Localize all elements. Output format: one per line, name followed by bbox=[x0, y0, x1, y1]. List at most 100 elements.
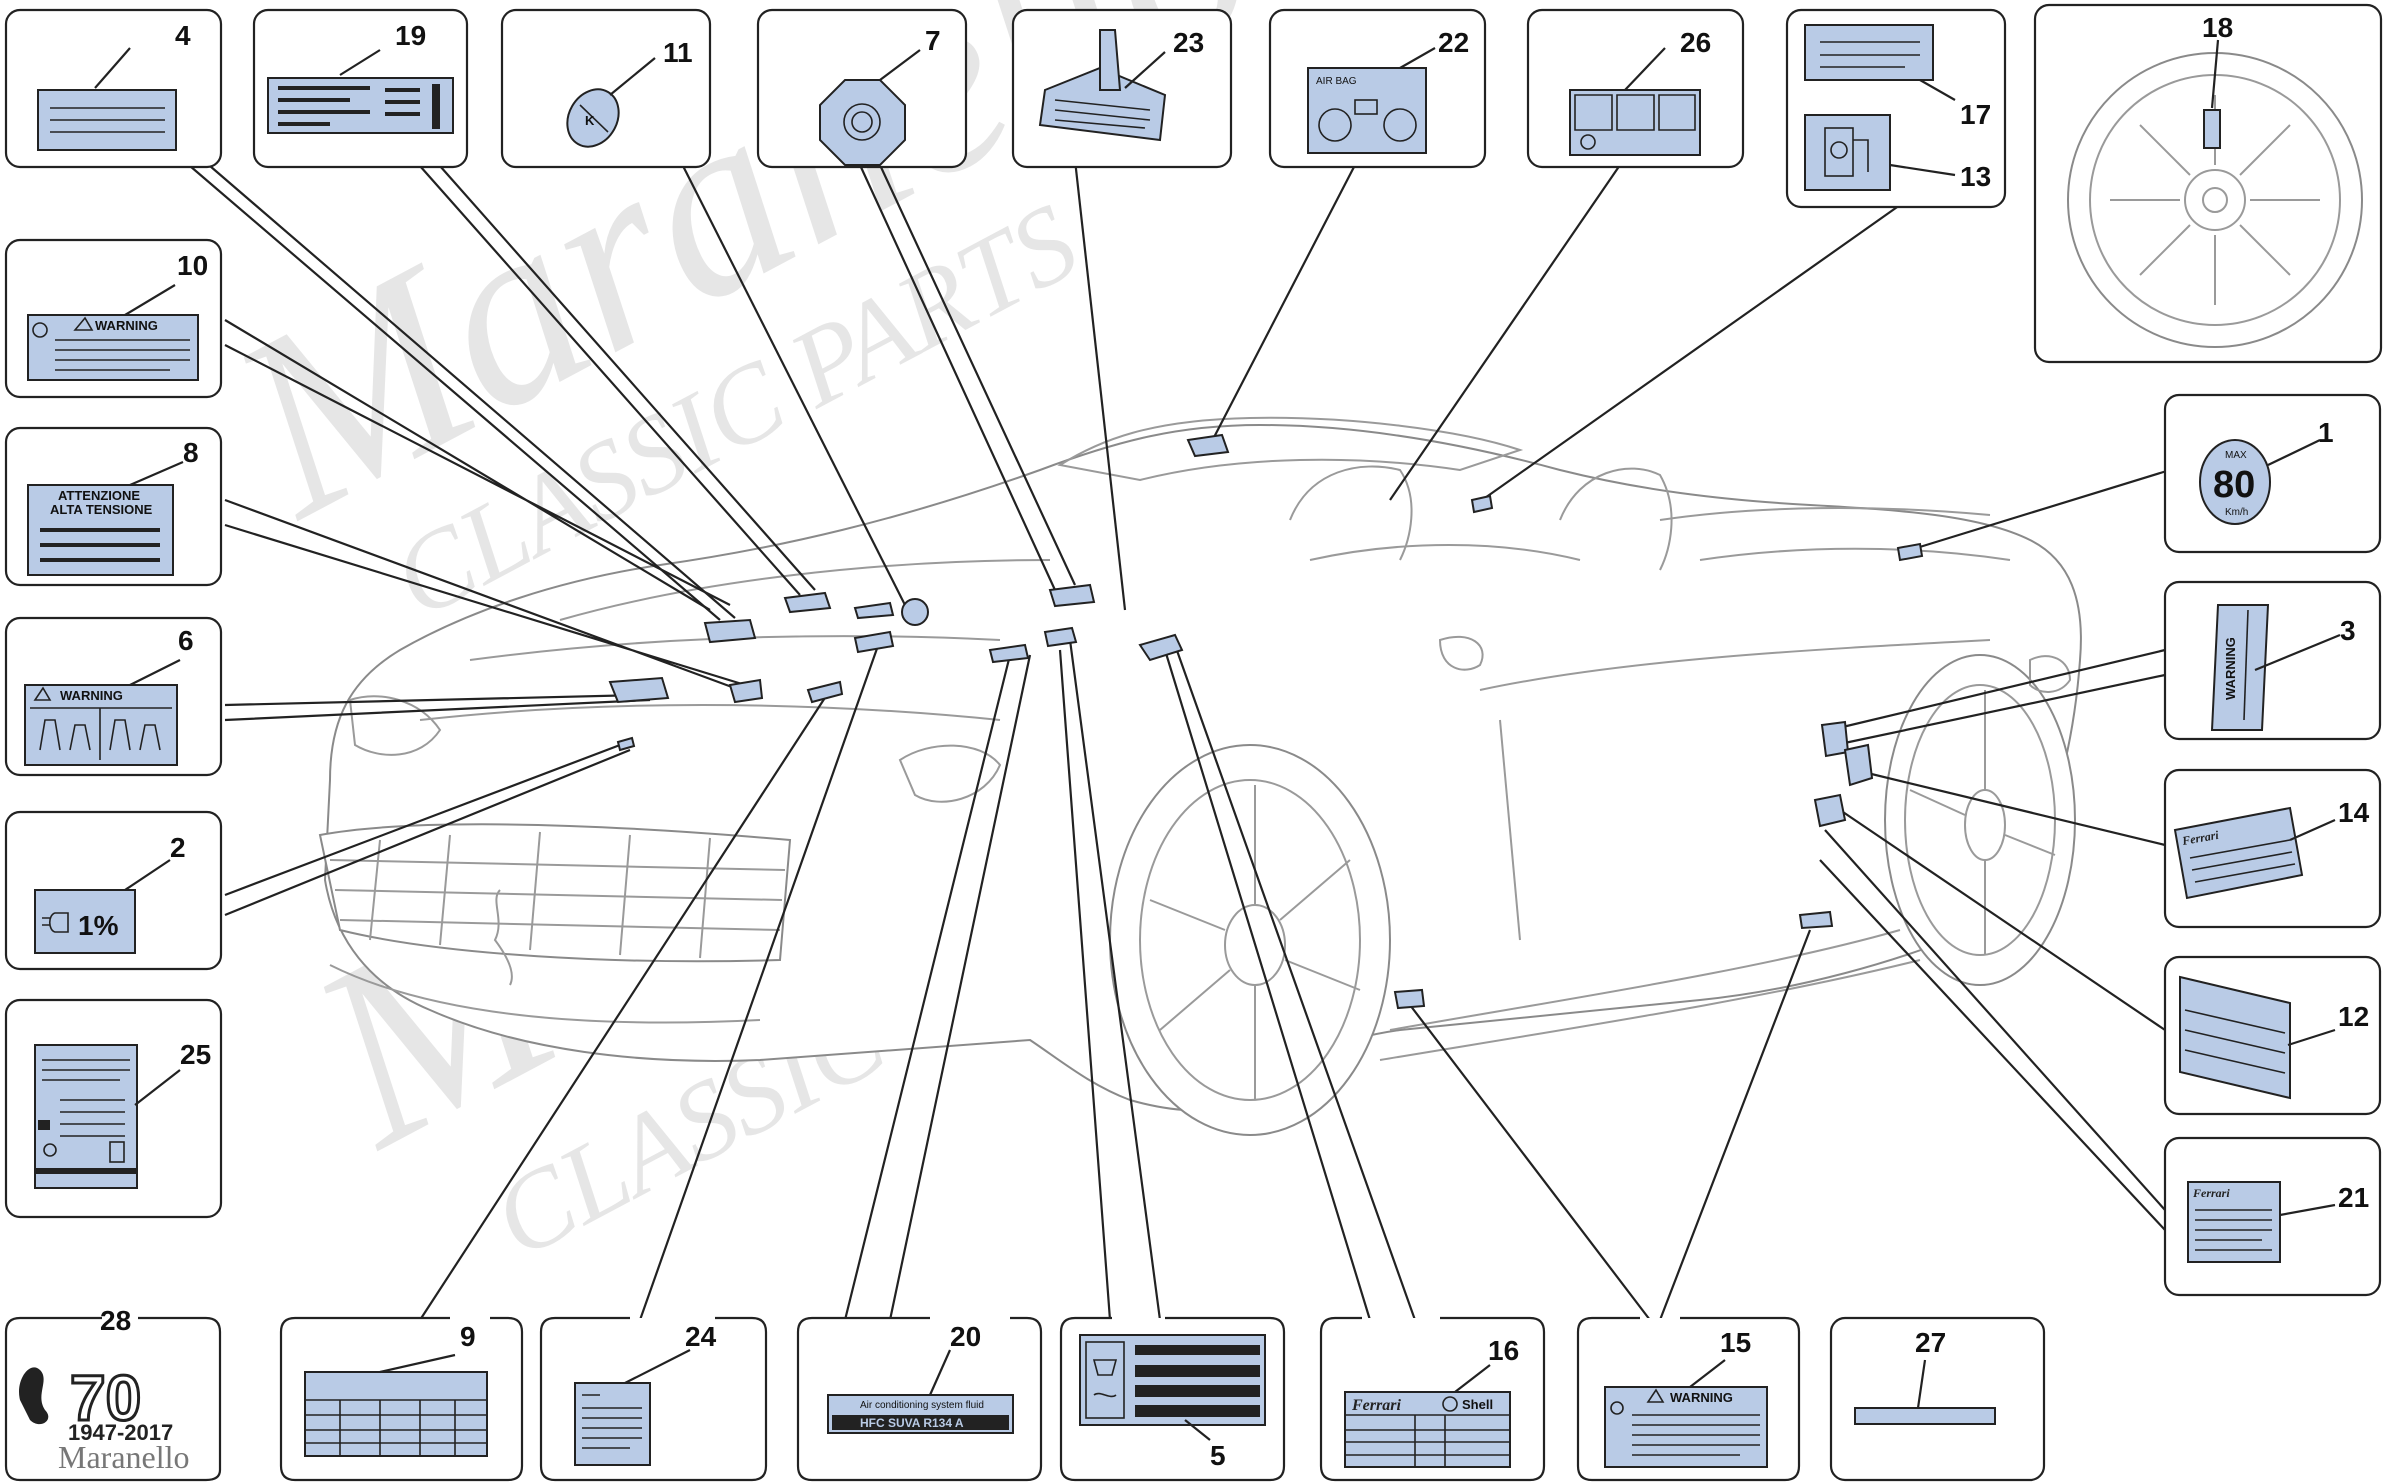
shell-text: Shell bbox=[1462, 1397, 1493, 1412]
headlight-percentage: 1% bbox=[78, 910, 119, 941]
car-label-b bbox=[783, 591, 832, 614]
callout-27[interactable]: 27 bbox=[1829, 1316, 2046, 1482]
car-label-f bbox=[1186, 433, 1230, 458]
car-label-i bbox=[728, 678, 764, 704]
warning-text-15: WARNING bbox=[1670, 1390, 1733, 1405]
car-label-g bbox=[1470, 494, 1494, 514]
callout-number-20: 20 bbox=[950, 1321, 981, 1352]
callout-4[interactable]: 4 bbox=[4, 8, 223, 169]
callout-number-10: 10 bbox=[177, 250, 208, 281]
callout-number-23: 23 bbox=[1173, 27, 1204, 58]
callout-6[interactable]: WARNING 6 bbox=[4, 616, 223, 777]
callout-1[interactable]: MAX 80 Km/h 1 bbox=[2163, 393, 2382, 554]
callout-16[interactable]: Ferrari Shell 16 bbox=[1319, 1316, 1546, 1482]
car-label-q bbox=[1820, 720, 1850, 758]
callout-3[interactable]: WARNING 3 bbox=[2163, 580, 2382, 741]
car-label-t bbox=[1798, 910, 1834, 930]
callout-number-12: 12 bbox=[2338, 1001, 2369, 1032]
attenzione-line1: ATTENZIONE bbox=[58, 488, 140, 503]
ac-fluid-line2: HFC SUVA R134 A bbox=[860, 1416, 964, 1430]
callout-number-14: 14 bbox=[2338, 797, 2370, 828]
callout-number-8: 8 bbox=[183, 437, 199, 468]
callout-number-26: 26 bbox=[1680, 27, 1711, 58]
callout-12[interactable]: 12 bbox=[2163, 955, 2382, 1116]
callout-26[interactable]: 26 bbox=[1526, 8, 1745, 169]
callout-14[interactable]: Ferrari 14 bbox=[2163, 768, 2382, 929]
car-label-u bbox=[1393, 988, 1426, 1010]
car-label-d bbox=[901, 598, 929, 626]
car-label-r bbox=[1843, 743, 1874, 787]
callout-15[interactable]: WARNING 15 bbox=[1576, 1316, 1801, 1482]
callout-23[interactable]: 23 bbox=[1011, 8, 1233, 169]
callout-19[interactable]: 19 bbox=[252, 8, 469, 169]
warning-text-10: WARNING bbox=[95, 318, 158, 333]
callout-number-19: 19 bbox=[395, 20, 426, 51]
ferrari-script-16: Ferrari bbox=[1351, 1397, 1401, 1414]
car-label-p bbox=[1896, 542, 1924, 562]
callout-2[interactable]: 1% 2 bbox=[4, 810, 223, 971]
ferrari-script-14: Ferrari bbox=[2180, 828, 2220, 848]
callout-number-25: 25 bbox=[180, 1039, 211, 1070]
max-speed-label: MAX bbox=[2225, 450, 2247, 461]
on-car-labels bbox=[608, 433, 1924, 1010]
car-label-l bbox=[853, 630, 895, 654]
attenzione-line2: ALTA TENSIONE bbox=[50, 502, 153, 517]
callout-number-28: 28 bbox=[100, 1305, 131, 1336]
callout-11[interactable]: K 11 bbox=[500, 8, 712, 169]
callout-number-11: 11 bbox=[663, 37, 693, 68]
callout-number-4: 4 bbox=[175, 20, 191, 51]
callout-10[interactable]: WARNING 10 bbox=[4, 238, 223, 399]
callout-number-22: 22 bbox=[1438, 27, 1469, 58]
callout-number-27: 27 bbox=[1915, 1327, 1946, 1358]
car-label-o bbox=[1138, 633, 1184, 662]
callout-number-16: 16 bbox=[1488, 1335, 1519, 1366]
leader-lines bbox=[189, 159, 2171, 1321]
callout-number-21: 21 bbox=[2338, 1182, 2369, 1213]
callout-number-17: 17 bbox=[1960, 99, 1991, 130]
callout-28[interactable]: 70 1947-2017 Maranello 28 bbox=[4, 1305, 222, 1482]
callout-number-1: 1 bbox=[2318, 417, 2334, 448]
airbag-text: AIR BAG bbox=[1316, 76, 1357, 87]
car-label-j bbox=[616, 736, 636, 752]
callout-number-18: 18 bbox=[2202, 12, 2233, 43]
warning-text-3: WARNING bbox=[2223, 637, 2238, 700]
warning-text-6: WARNING bbox=[60, 688, 123, 703]
car-drawing bbox=[318, 416, 2082, 1136]
callout-number-7: 7 bbox=[925, 25, 941, 56]
callout-7[interactable]: 7 bbox=[756, 8, 968, 169]
car-label-h bbox=[608, 676, 670, 704]
ac-fluid-line1: Air conditioning system fluid bbox=[860, 1400, 984, 1411]
car-label-e bbox=[1048, 583, 1096, 608]
callout-number-13: 13 bbox=[1960, 161, 1991, 192]
callout-number-15: 15 bbox=[1720, 1327, 1751, 1358]
car-label-a bbox=[703, 618, 757, 644]
car-front-wheel bbox=[1109, 744, 1391, 1136]
max-speed-unit: Km/h bbox=[2225, 507, 2248, 518]
anniversary-years: 1947-2017 bbox=[68, 1420, 173, 1445]
car-label-k bbox=[806, 680, 844, 704]
callout-21[interactable]: Ferrari 21 bbox=[2163, 1136, 2382, 1297]
callout-number-3: 3 bbox=[2340, 615, 2356, 646]
svg-text:K: K bbox=[585, 113, 595, 128]
callout-22[interactable]: AIR BAG 22 bbox=[1268, 8, 1487, 169]
callout-number-5: 5 bbox=[1210, 1440, 1226, 1471]
callout-25[interactable]: 25 bbox=[4, 998, 223, 1219]
callout-24[interactable]: 24 bbox=[539, 1316, 768, 1482]
car-label-c bbox=[853, 601, 895, 620]
callout-5[interactable]: 5 bbox=[1059, 1316, 1286, 1482]
callout-9[interactable]: 9 bbox=[279, 1316, 524, 1482]
callout-number-9: 9 bbox=[460, 1321, 476, 1352]
car-label-s bbox=[1813, 793, 1847, 828]
watermark-brand-corner: Maranello bbox=[58, 1439, 190, 1475]
car-grille bbox=[318, 823, 792, 963]
callout-17-13[interactable]: 17 13 bbox=[1785, 8, 2007, 209]
max-speed-value: 80 bbox=[2213, 464, 2255, 506]
callout-20[interactable]: Air conditioning system fluid HFC SUVA R… bbox=[796, 1316, 1043, 1482]
anniversary-70: 70 bbox=[70, 1362, 141, 1434]
car-label-n bbox=[1043, 626, 1078, 648]
callout-18[interactable]: 18 bbox=[2033, 3, 2383, 364]
callout-8[interactable]: ATTENZIONE ALTA TENSIONE 8 bbox=[4, 426, 223, 587]
callout-number-6: 6 bbox=[178, 625, 194, 656]
callout-number-24: 24 bbox=[685, 1321, 717, 1352]
